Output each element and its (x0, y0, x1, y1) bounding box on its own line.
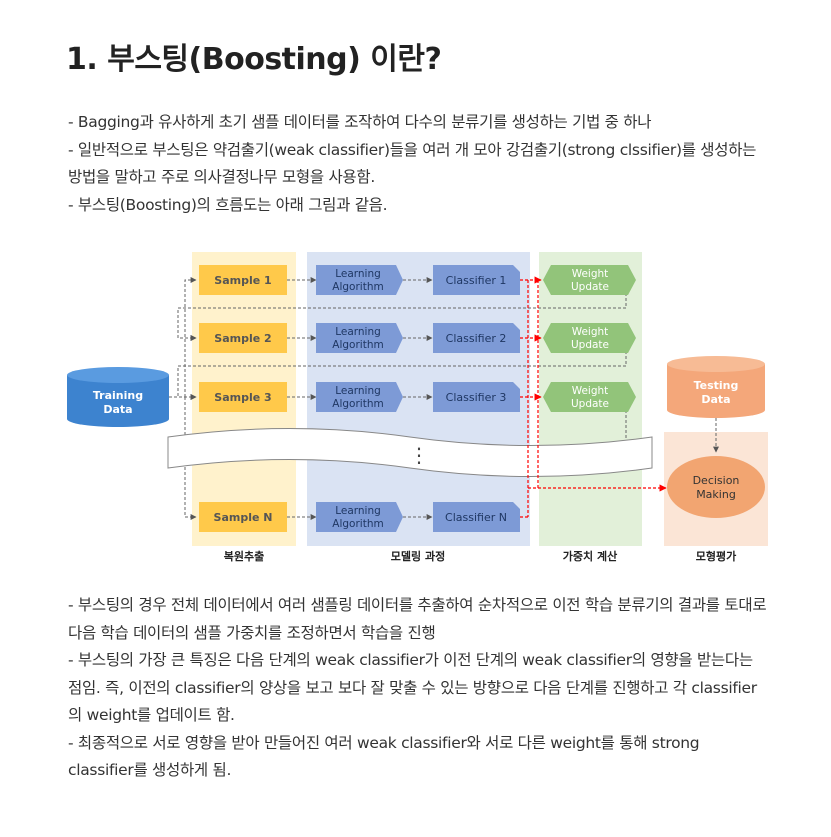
page-title: 1. 부스팅(Boosting) 이란? (66, 42, 442, 77)
sample-label: Sample 1 (214, 274, 271, 287)
sample-label: Sample 2 (214, 332, 271, 345)
classifier-box (433, 265, 520, 295)
classifier-box (433, 382, 520, 412)
column-label: 모델링 과정 (391, 549, 445, 563)
learning-algorithm-box (316, 382, 403, 412)
learning-algorithm-box (316, 323, 403, 353)
learning-algorithm-label: Algorithm (332, 518, 383, 530)
body-line: - 부스팅의 경우 전체 데이터에서 여러 샘플링 데이터를 추출하여 순차적으… (68, 596, 767, 642)
classifier-label: Classifier N (445, 511, 507, 524)
ellipsis: ⋮ (409, 443, 429, 467)
weight-update-box (543, 265, 636, 295)
sample-box (199, 502, 287, 532)
body-paragraph: - 부스팅의 경우 전체 데이터에서 여러 샘플링 데이터를 추출하여 순차적으… (68, 592, 768, 785)
weight-update-label: Weight (572, 326, 609, 338)
learning-algorithm-box (316, 265, 403, 295)
column-label: 가중치 계산 (563, 549, 617, 563)
row-3: Sample 3 Learning Algorithm Classifier 3… (199, 382, 636, 412)
weight-update-label: Update (571, 281, 609, 293)
column-label: 모형평가 (696, 549, 736, 563)
intro-paragraph: - Bagging과 유사하게 초기 샘플 데이터를 조작하여 다수의 분류기를… (68, 109, 768, 219)
weight-update-label: Update (571, 339, 609, 351)
row-n: Sample N Learning Algorithm Classifier N (199, 502, 520, 532)
learning-algorithm-label: Learning (335, 385, 381, 397)
learning-algorithm-label: Learning (335, 326, 381, 338)
learning-algorithm-label: Learning (335, 268, 381, 280)
weight-update-box (543, 382, 636, 412)
classifier-box (433, 502, 520, 532)
intro-line: - 부스팅(Boosting)의 흐름도는 아래 그림과 같음. (68, 195, 388, 214)
learning-algorithm-label: Algorithm (332, 398, 383, 410)
sample-box (199, 382, 287, 412)
testing-data-label: Data (701, 393, 730, 406)
decision-making-label: Decision (693, 474, 740, 487)
classifier-label: Classifier 1 (446, 274, 507, 287)
row-2: Sample 2 Learning Algorithm Classifier 2… (199, 323, 636, 353)
weight-update-box (543, 323, 636, 353)
sample-box (199, 265, 287, 295)
learning-algorithm-label: Algorithm (332, 339, 383, 351)
testing-data-cylinder: Testing Data (667, 356, 765, 418)
weight-update-label: Weight (572, 385, 609, 397)
column-label: 복원추출 (224, 549, 264, 563)
sample-label: Sample N (214, 511, 273, 524)
decision-making-node (667, 456, 765, 518)
body-line: - 부스팅의 가장 큰 특징은 다음 단계의 weak classifier가 … (68, 651, 757, 724)
body-line: - 최종적으로 서로 영향을 받아 만들어진 여러 weak classifie… (68, 733, 700, 780)
learning-algorithm-label: Algorithm (332, 281, 383, 293)
classifier-label: Classifier 3 (446, 391, 507, 404)
row-1: Sample 1 Learning Algorithm Classifier 1… (199, 265, 636, 295)
break-band (167, 428, 653, 477)
decision-making-label: Making (696, 488, 736, 501)
testing-data-label: Testing (694, 379, 739, 392)
learning-algorithm-label: Learning (335, 505, 381, 517)
training-data-cylinder: Training Data (67, 367, 169, 427)
training-data-label: Data (103, 403, 132, 416)
classifier-box (433, 323, 520, 353)
weight-update-label: Weight (572, 268, 609, 280)
intro-line: - 일반적으로 부스팅은 약검출기(weak classifier)들을 여러 … (68, 140, 757, 187)
classifier-label: Classifier 2 (446, 332, 507, 345)
training-data-label: Training (93, 389, 143, 402)
learning-algorithm-box (316, 502, 403, 532)
intro-line: - Bagging과 유사하게 초기 샘플 데이터를 조작하여 다수의 분류기를… (68, 113, 652, 131)
sample-box (199, 323, 287, 353)
weight-update-label: Update (571, 398, 609, 410)
sample-label: Sample 3 (214, 391, 271, 404)
